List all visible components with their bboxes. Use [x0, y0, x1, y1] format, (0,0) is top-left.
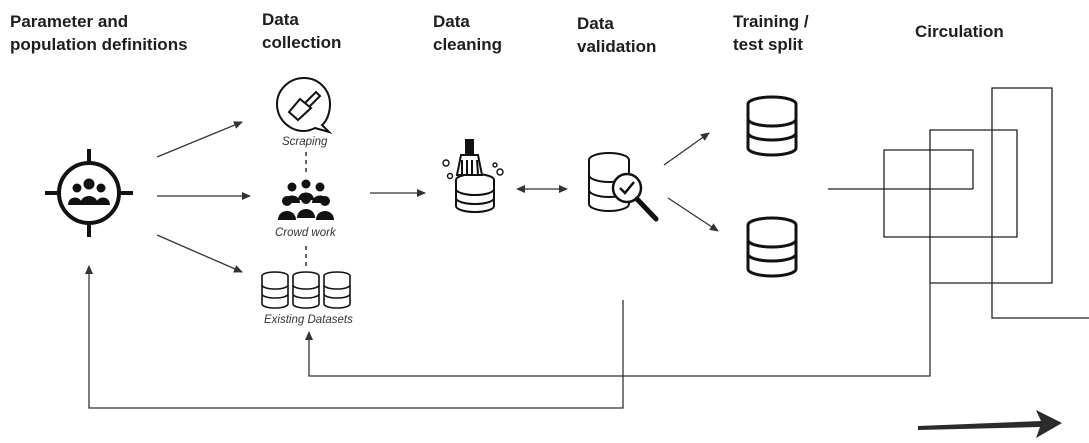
stage-title-split: Training / test split	[733, 12, 809, 54]
caption-existing-datasets: Existing Datasets	[264, 314, 353, 326]
test-database-icon	[746, 216, 798, 278]
database-brush-icon	[442, 139, 504, 213]
target-people-icon	[45, 149, 133, 237]
nested-squares-icon	[828, 87, 1089, 319]
stage-title-definitions: Parameter and population definitions	[10, 12, 188, 54]
crowd-icon	[278, 179, 334, 220]
database-magnifier-check-icon	[588, 152, 659, 222]
stage-title-cleaning: Data cleaning	[433, 12, 502, 54]
train-database-icon	[746, 95, 798, 157]
stage-title-collection: Data collection	[262, 10, 342, 52]
scraper-speech-bubble-icon	[275, 76, 333, 135]
stacked-databases-icon	[261, 271, 351, 309]
stage-title-validation: Data validation	[577, 14, 657, 56]
arrows-to-collection	[156, 121, 251, 273]
long-arrow-icon	[918, 410, 1062, 438]
feedback-loops	[85, 265, 931, 409]
caption-scraping: Scraping	[282, 136, 328, 148]
arrows-to-split	[663, 132, 719, 232]
caption-crowd-work: Crowd work	[275, 227, 336, 239]
stage-title-circulation: Circulation	[915, 22, 1004, 41]
